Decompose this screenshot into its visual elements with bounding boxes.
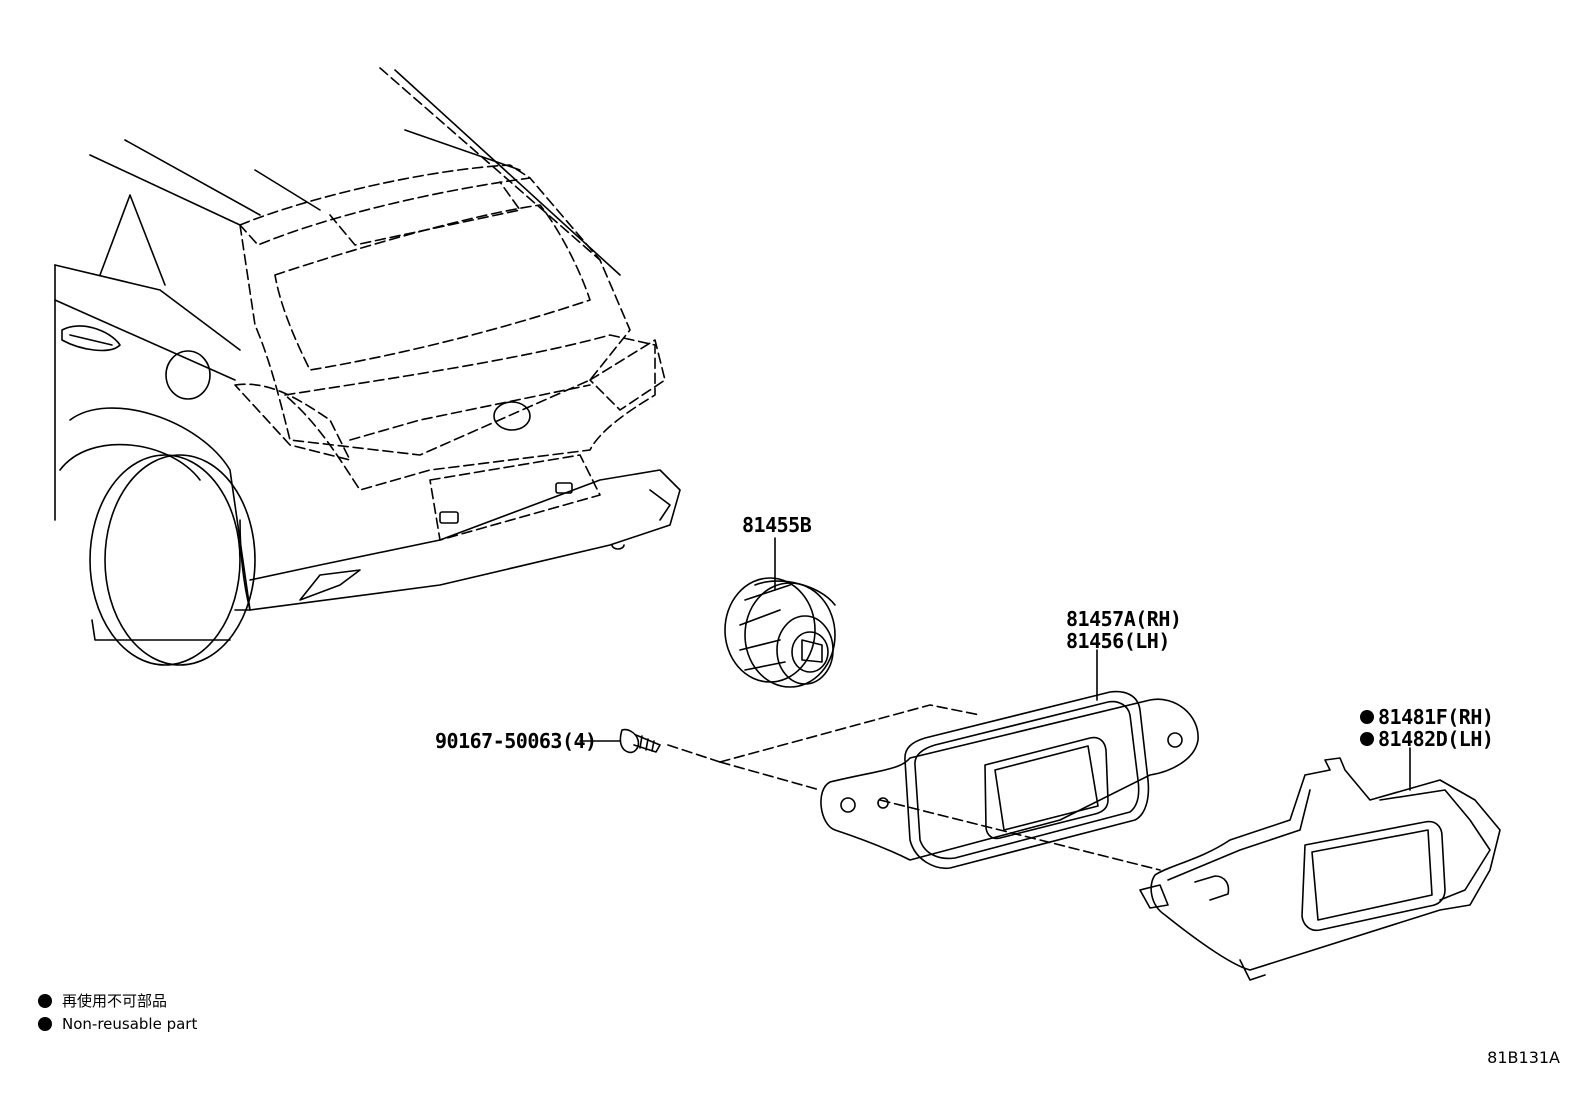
non-reusable-dot-icon: [1360, 710, 1374, 724]
part-label-81482d-lh: 81482D(LH): [1360, 727, 1494, 751]
gasket-illustration: [1139, 747, 1501, 981]
part-label-90167-50063: 90167-50063(4): [435, 729, 597, 753]
non-reusable-dot-icon: [1360, 732, 1374, 746]
screw-illustration: [579, 704, 981, 791]
diagram-code: 81B131A: [1487, 1048, 1560, 1067]
legend-en-text: Non-reusable part: [62, 1015, 198, 1033]
legend-jp-text: 再使用不可部品: [62, 992, 168, 1010]
part-label-text: 81481F(RH): [1378, 705, 1494, 729]
non-reusable-dot-icon: [38, 1017, 52, 1031]
non-reusable-dot-icon: [38, 993, 52, 1008]
legend-en: Non-reusable part: [38, 1015, 197, 1033]
legend-jp: 再使用不可部品: [38, 990, 167, 1011]
lens-assembly-illustration: [820, 649, 1199, 871]
part-label-81455b: 81455B: [742, 513, 812, 537]
part-label-81481f-rh: 81481F(RH): [1360, 705, 1494, 729]
bulb-81455b-illustration: [724, 537, 836, 688]
part-label-81456-lh: 81456(LH): [1066, 629, 1170, 653]
part-label-81457a-rh: 81457A(RH): [1066, 607, 1182, 631]
part-label-text: 81482D(LH): [1378, 727, 1494, 751]
vehicle-rear-illustration: [54, 67, 681, 666]
